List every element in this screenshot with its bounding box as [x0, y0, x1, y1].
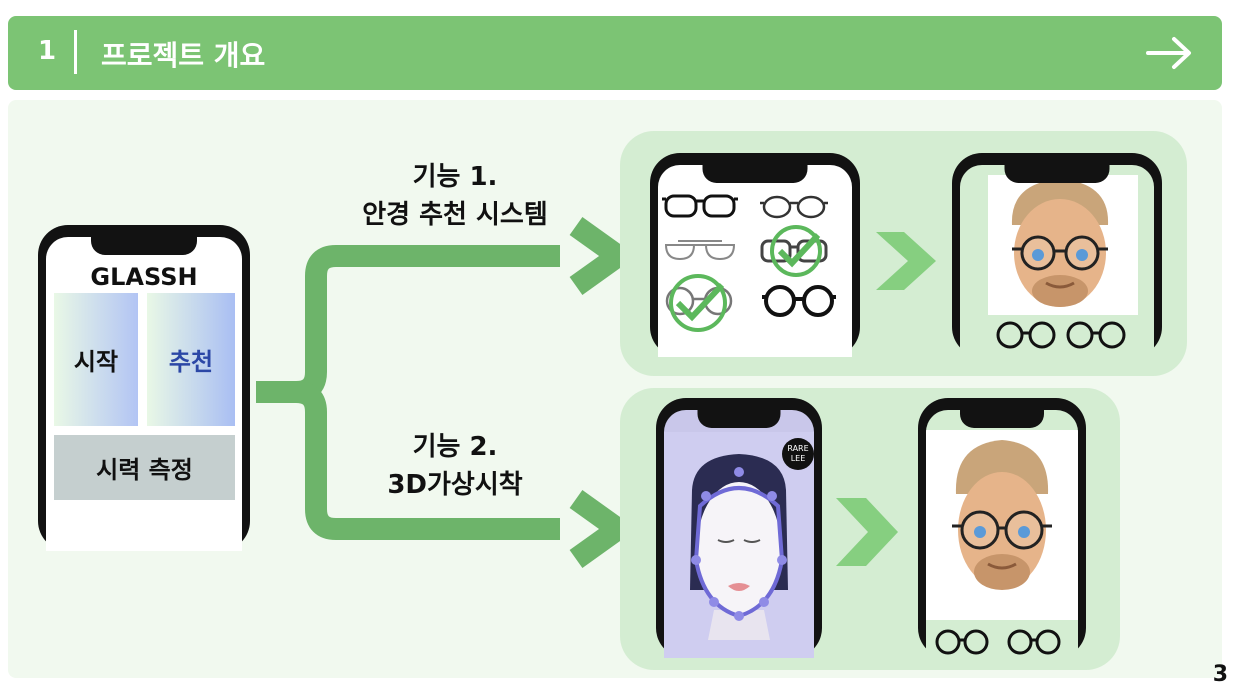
start-tile[interactable]: 시작: [54, 293, 138, 426]
feature-2-number: 기능 2.: [412, 432, 498, 462]
brand-badge: RARE LEE: [782, 438, 814, 470]
avatar-with-glasses: [926, 430, 1078, 655]
glasses-icon: [996, 321, 1126, 349]
avatar: [1011, 179, 1109, 307]
glasses-icon: [935, 629, 1061, 655]
section-header: 1 프로젝트 개요: [8, 16, 1222, 90]
phone-notch: [91, 233, 197, 255]
glasses-icon: [664, 240, 736, 261]
face-scan-screen: RARE LEE: [664, 410, 814, 658]
glasses-grid: [662, 194, 836, 332]
right-arrow-icon[interactable]: [1146, 36, 1194, 70]
header-divider: [74, 30, 77, 74]
recommend-result-screen: [960, 165, 1154, 357]
feature-2-label: 기능 2. 3D가상시착: [330, 428, 580, 504]
recommend-result-phone: [952, 153, 1162, 357]
phone-notch: [702, 161, 808, 183]
app-name: GLASSH: [90, 263, 198, 291]
phone-notch: [960, 406, 1044, 428]
glasses-list-screen: [658, 165, 852, 357]
app-phone: GLASSH 시작 추천 시력 측정: [38, 225, 250, 551]
app-screen: GLASSH 시작 추천 시력 측정: [46, 237, 242, 551]
chevron-right-icon: [836, 498, 898, 566]
phone-notch: [1004, 161, 1110, 183]
feature-1-label: 기능 1. 안경 추천 시스템: [330, 158, 580, 234]
chevron-right-icon: [876, 232, 936, 290]
try-on-result-screen: [926, 410, 1078, 658]
section-number: 1: [38, 36, 57, 66]
face-scan-phone: RARE LEE: [656, 398, 822, 658]
glasses-list-phone: [650, 153, 860, 357]
glasses-icon: [762, 285, 836, 317]
vision-test-tile[interactable]: 시력 측정: [54, 435, 235, 500]
page-number: 3: [1212, 662, 1228, 687]
check-icon: [770, 225, 822, 277]
recommend-tile[interactable]: 추천: [147, 293, 235, 426]
section-title: 프로젝트 개요: [101, 39, 266, 72]
glasses-icon: [760, 195, 828, 219]
feature-1-number: 기능 1.: [412, 162, 498, 192]
phone-notch: [697, 406, 781, 428]
feature-2-title: 3D가상시착: [387, 470, 523, 500]
avatar: [955, 440, 1049, 590]
face-landmarks: [664, 432, 814, 658]
check-icon: [669, 274, 727, 332]
glasses-icon: [662, 194, 738, 218]
avatar-with-glasses: [988, 175, 1138, 349]
feature-1-title: 안경 추천 시스템: [362, 200, 548, 230]
try-on-result-phone: [918, 398, 1086, 658]
